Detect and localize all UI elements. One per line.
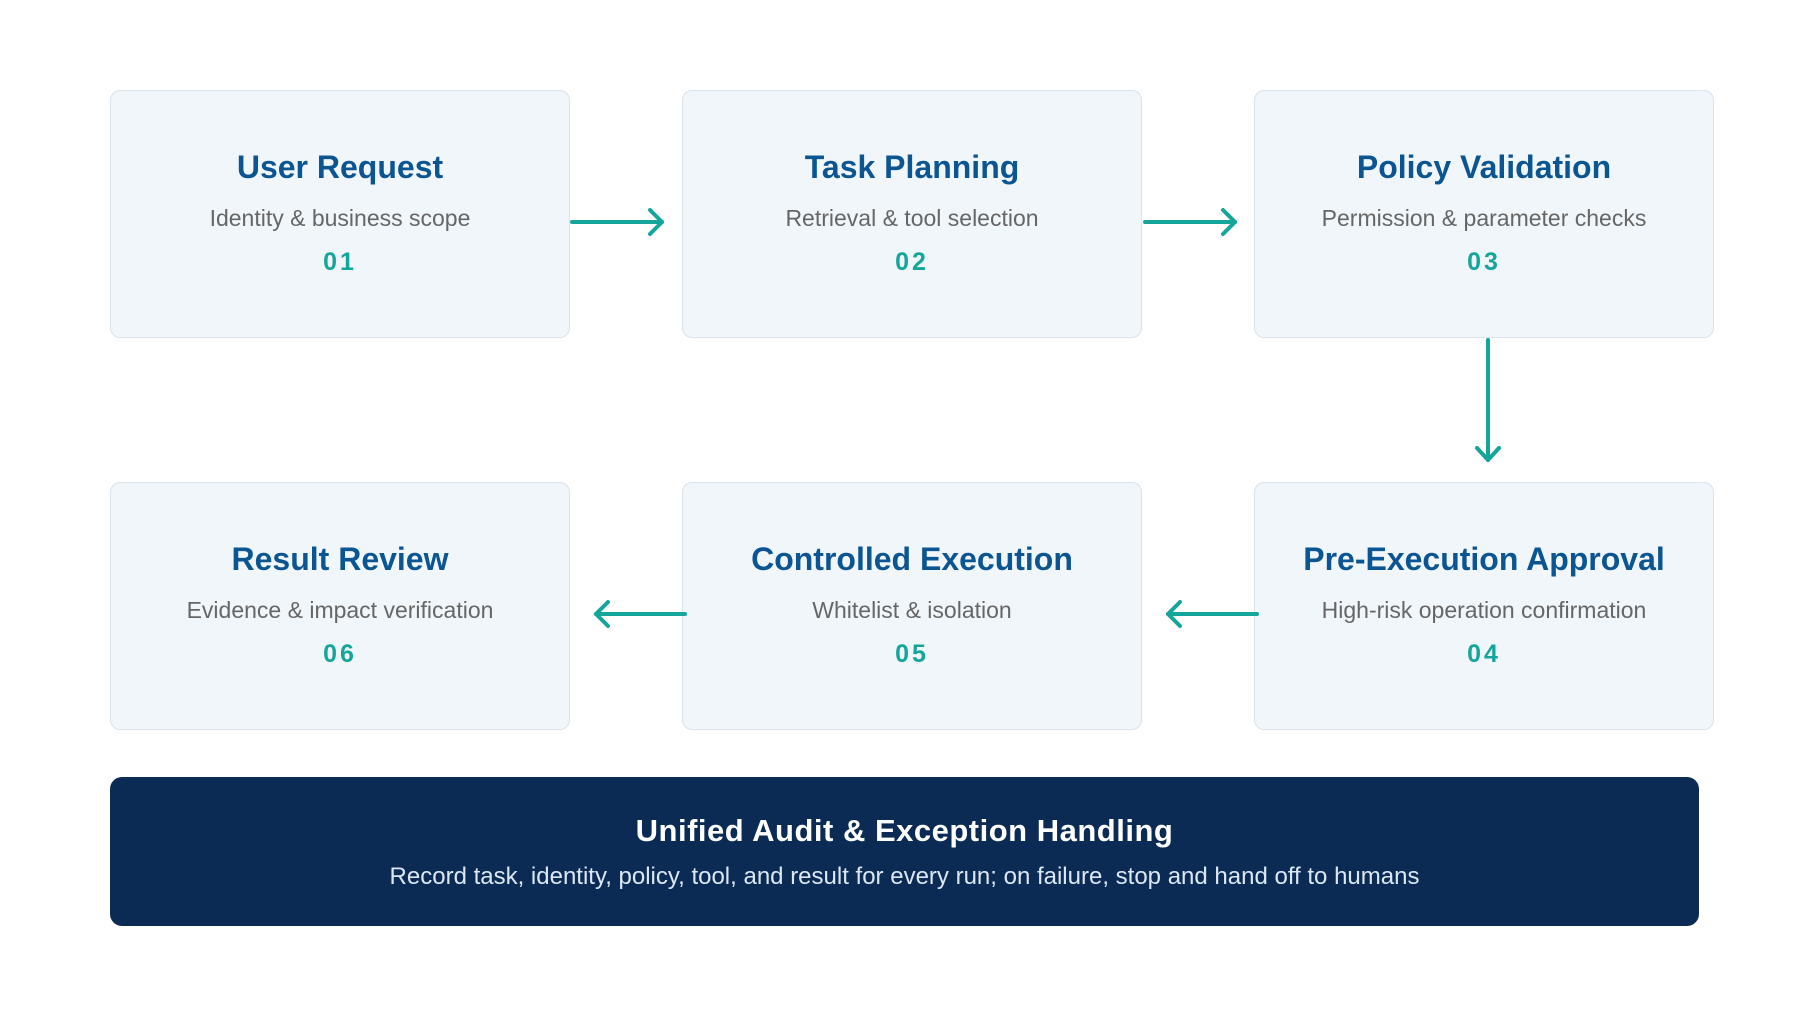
step-subtitle: Retrieval & tool selection xyxy=(785,205,1039,231)
step-title: Result Review xyxy=(231,541,449,577)
arrow-down-icon xyxy=(1475,338,1501,462)
step-card-result-review: Result Review Evidence & impact verifica… xyxy=(110,482,570,730)
step-subtitle: Whitelist & isolation xyxy=(812,597,1012,623)
arrow-right-icon xyxy=(570,208,664,236)
step-number: 03 xyxy=(1467,248,1501,276)
arrow-right-icon xyxy=(1143,208,1237,236)
step-number: 02 xyxy=(895,248,929,276)
step-number: 06 xyxy=(323,640,357,668)
audit-description: Record task, identity, policy, tool, and… xyxy=(389,863,1420,890)
step-title: Policy Validation xyxy=(1356,149,1612,185)
step-title: Task Planning xyxy=(804,149,1020,185)
step-subtitle: Identity & business scope xyxy=(209,205,471,231)
step-number: 04 xyxy=(1467,640,1501,668)
audit-banner: Unified Audit & Exception Handling Recor… xyxy=(110,777,1699,926)
step-card-pre-execution-approval: Pre-Execution Approval High-risk operati… xyxy=(1254,482,1714,730)
step-card-controlled-execution: Controlled Execution Whitelist & isolati… xyxy=(682,482,1142,730)
step-title: User Request xyxy=(236,149,444,185)
arrow-left-icon xyxy=(1166,600,1259,628)
step-title: Controlled Execution xyxy=(751,541,1073,577)
step-number: 01 xyxy=(323,248,357,276)
step-subtitle: Permission & parameter checks xyxy=(1321,205,1647,231)
step-card-task-planning: Task Planning Retrieval & tool selection… xyxy=(682,90,1142,338)
step-card-policy-validation: Policy Validation Permission & parameter… xyxy=(1254,90,1714,338)
step-card-user-request: User Request Identity & business scope 0… xyxy=(110,90,570,338)
step-subtitle: High-risk operation confirmation xyxy=(1321,597,1647,623)
step-subtitle: Evidence & impact verification xyxy=(186,597,494,623)
audit-title: Unified Audit & Exception Handling xyxy=(635,813,1174,848)
step-number: 05 xyxy=(895,640,929,668)
arrow-left-icon xyxy=(594,600,687,628)
step-title: Pre-Execution Approval xyxy=(1303,541,1665,577)
